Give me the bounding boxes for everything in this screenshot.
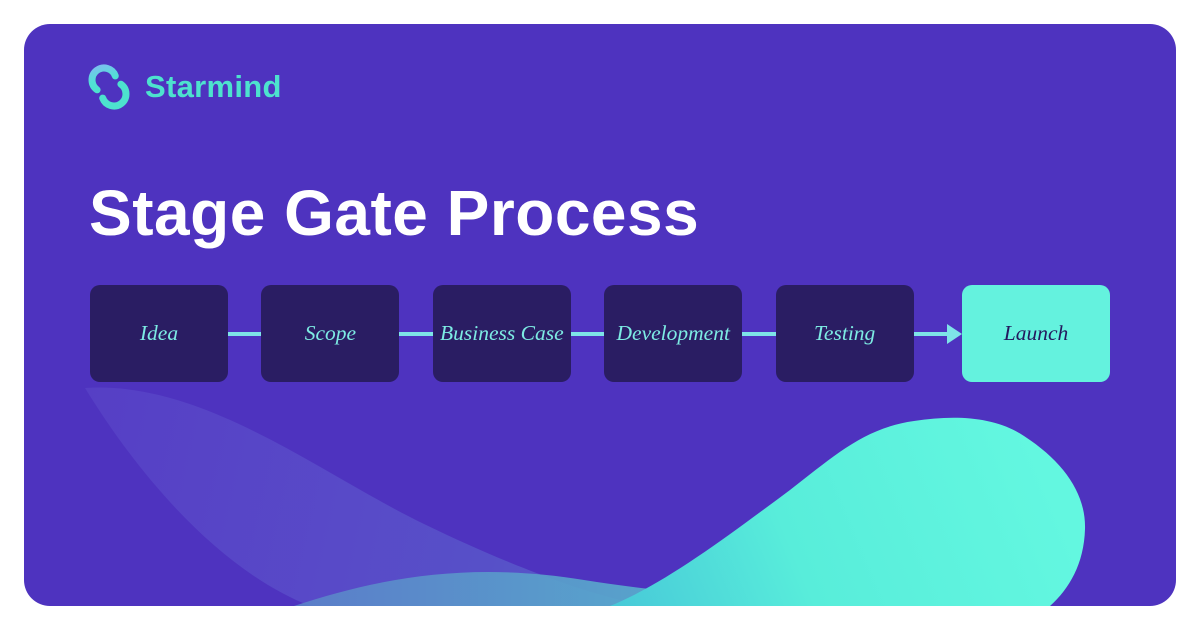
stage-label: Development bbox=[616, 321, 730, 345]
connector-line bbox=[742, 331, 776, 336]
card-content: Starmind Stage Gate Process Idea Scope B… bbox=[24, 24, 1176, 606]
stage-box-launch: Launch bbox=[962, 285, 1111, 382]
connector-line bbox=[570, 331, 605, 336]
brand-logo: Starmind bbox=[86, 62, 282, 112]
background-swoosh-decoration bbox=[85, 387, 1086, 606]
stage-label: Testing bbox=[813, 321, 876, 345]
stage-box-scope: Scope bbox=[261, 285, 400, 382]
stage-box-idea: Idea bbox=[90, 285, 228, 382]
stage-box-business-case: Business Case bbox=[432, 285, 571, 382]
stage-label: Scope bbox=[304, 321, 357, 345]
gradient-swoosh-band bbox=[85, 387, 1024, 606]
stage-label: Launch bbox=[1003, 321, 1069, 345]
brand-name: Starmind bbox=[145, 69, 282, 104]
stage-box-testing: Testing bbox=[775, 285, 914, 382]
stage-gate-flow: Idea Scope Business Case Development Tes… bbox=[90, 285, 1111, 382]
stage-box-development: Development bbox=[604, 285, 743, 382]
stage-label: Business Case bbox=[440, 321, 564, 345]
page-title: Stage Gate Process bbox=[89, 177, 700, 249]
bottom-gradient-strip bbox=[294, 572, 1024, 606]
banner-card: Starmind Stage Gate Process Idea Scope B… bbox=[24, 24, 1176, 606]
starmind-swirl-icon bbox=[88, 64, 130, 110]
arrow-shaft bbox=[913, 331, 948, 336]
connector-arrow-icon bbox=[913, 323, 963, 344]
teal-blob-shape bbox=[610, 417, 1086, 606]
connector-line bbox=[228, 331, 262, 336]
connector-line bbox=[399, 331, 433, 336]
stage-label: Idea bbox=[139, 321, 179, 345]
arrow-head bbox=[947, 323, 963, 344]
